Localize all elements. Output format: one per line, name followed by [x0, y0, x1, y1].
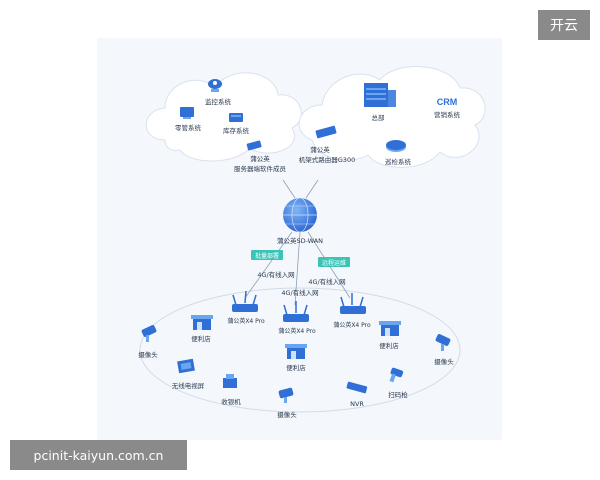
router-label-3: 蒲公英X4 Pro — [333, 321, 371, 329]
camera-icon-left — [141, 325, 157, 342]
router-icon-1 — [232, 290, 258, 312]
remote-ops-tag — [318, 257, 350, 267]
sdwan-label: 蒲公英SD-WAN — [277, 236, 323, 245]
camera-icon-bottom — [278, 387, 294, 403]
router-label-2: 蒲公英X4 Pro — [278, 327, 316, 335]
globe-icon — [283, 197, 317, 233]
brand-badge: 开云 — [538, 10, 590, 40]
left-cloud — [145, 72, 302, 162]
remote-ops-label: 远程运维 — [322, 259, 346, 267]
store-ring — [139, 287, 461, 413]
router-icon-2 — [283, 301, 309, 322]
right-cloud — [298, 66, 486, 168]
cash-register-label: 收银机 — [221, 397, 241, 406]
monitor-system-icon — [208, 79, 222, 92]
retail-system-icon — [180, 107, 194, 119]
store-icon-2 — [285, 344, 307, 359]
inventory-system-label: 库存系统 — [223, 126, 250, 135]
batch-deploy-label: 批量部署 — [255, 252, 279, 260]
crm-label: 营销系统 — [434, 110, 461, 119]
rack-router-label-1: 蒲公英 — [310, 145, 330, 154]
patrol-system-label: 巡检系统 — [385, 157, 412, 166]
inventory-system-icon — [229, 113, 243, 122]
watermark-url: pcinit-kaiyun.com.cn — [10, 440, 187, 470]
router-label-1: 蒲公英X4 Pro — [227, 317, 265, 325]
camera-label-left: 摄像头 — [138, 350, 158, 359]
store-icon-1 — [191, 315, 213, 330]
headquarters-label: 总部 — [372, 113, 386, 122]
monitor-system-label: 监控系统 — [205, 97, 232, 106]
barcode-scanner-label: 扫码枪 — [388, 390, 408, 399]
camera-icon-right — [435, 334, 451, 351]
server-software-label-2: 服务器端软件成员 — [234, 164, 287, 173]
store-label-1: 便利店 — [191, 334, 211, 343]
store-icon-3 — [379, 321, 401, 336]
store-label-2: 便利店 — [286, 363, 306, 372]
rack-router-label-2: 机架式路由器G300 — [299, 155, 355, 164]
rack-router-icon — [315, 125, 337, 139]
barcode-scanner-icon — [389, 367, 404, 383]
camera-label-right: 摄像头 — [434, 357, 454, 366]
tv-screen-label: 无线电视屏 — [172, 381, 205, 390]
retail-system-label: 零管系统 — [175, 123, 202, 132]
server-software-label-1: 蒲公英 — [250, 154, 270, 163]
camera-label-bottom: 摄像头 — [277, 410, 297, 419]
link-label-1: 4G/有线入网 — [257, 270, 294, 279]
store-label-3: 便利店 — [379, 341, 399, 350]
headquarters-building-icon — [364, 83, 396, 107]
nvr-label: NVR — [350, 400, 364, 408]
cash-register-icon — [223, 374, 237, 388]
crm-title: CRM — [437, 97, 458, 107]
batch-deploy-tag — [251, 250, 283, 260]
patrol-system-icon — [386, 140, 406, 152]
router-icon-3 — [340, 293, 366, 314]
server-software-icon — [246, 140, 262, 151]
nvr-icon — [346, 381, 368, 394]
link-label-2: 4G/有线入网 — [308, 277, 345, 286]
link-label-3: 4G/有线入网 — [281, 288, 318, 297]
tv-screen-icon — [177, 358, 195, 374]
